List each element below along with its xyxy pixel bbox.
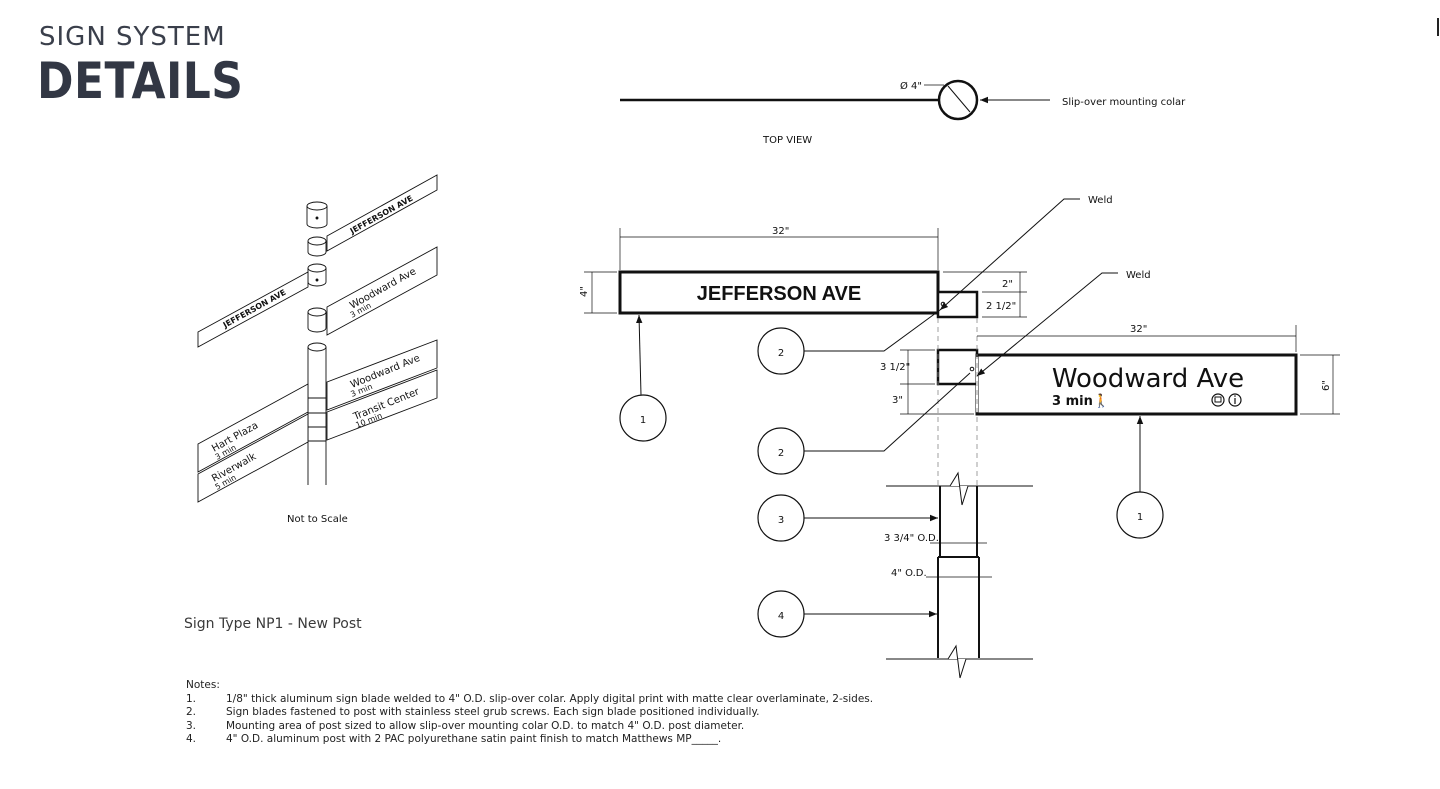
dim-post-outer: 4" O.D.	[891, 568, 927, 579]
note-text: Sign blades fastened to post with stainl…	[226, 706, 760, 718]
callout-2-lower-num: 2	[778, 448, 784, 459]
note-item: 2. Sign blades fastened to post with stai…	[186, 706, 873, 720]
note-item: 1. 1/8" thick aluminum sign blade welded …	[186, 693, 873, 707]
note-text: 4" O.D. aluminum post with 2 PAC polyure…	[226, 733, 722, 745]
callout-3-num: 3	[778, 515, 784, 526]
dim-4: 4"	[579, 286, 590, 297]
dim-2: 2"	[1002, 279, 1013, 290]
diameter-label: Ø 4"	[900, 80, 922, 92]
info-icon	[1228, 393, 1242, 407]
weld-label-1: Weld	[1088, 195, 1113, 206]
iso-caption: Not to Scale	[287, 514, 348, 525]
dim-2-half: 2 1/2"	[986, 301, 1016, 312]
note-text: 1/8" thick aluminum sign blade welded to…	[226, 692, 874, 705]
top-view-label: TOP VIEW	[762, 135, 812, 146]
title-subtitle: SIGN SYSTEM	[39, 22, 226, 52]
isometric-view: JEFFERSON AVE JEFFERSON AVE Woodward Ave…	[197, 174, 438, 525]
notes-header: Notes:	[186, 679, 220, 691]
dim-32-jefferson: 32"	[772, 226, 789, 237]
note-text: Mounting area of post sized to allow sli…	[226, 719, 745, 732]
callout-1-right-num: 1	[1137, 512, 1143, 523]
dim-3: 3"	[892, 395, 903, 406]
top-view: Ø 4" Slip-over mounting colar TOP VIEW	[620, 79, 1186, 146]
note-number: 1.	[186, 692, 197, 705]
jefferson-blade-label: JEFFERSON AVE	[697, 283, 861, 305]
woodward-blade-label: Woodward Ave	[1052, 364, 1244, 394]
transit-icon	[1211, 393, 1225, 407]
collar-circle	[937, 79, 979, 121]
weld-label-2: Weld	[1126, 270, 1151, 281]
woodward-time: 3 min	[1052, 394, 1093, 409]
edge-mark	[1437, 18, 1439, 36]
note-item: 4. 4" O.D. aluminum post with 2 PAC polyu…	[186, 733, 873, 747]
notes-block: Notes: 1. 1/8" thick aluminum sign blade …	[186, 679, 873, 747]
dim-post-inner: 3 3/4" O.D.	[884, 533, 939, 544]
collar-label: Slip-over mounting colar	[1062, 97, 1186, 108]
callout-1-left-num: 1	[640, 415, 646, 426]
note-number: 4.	[186, 733, 197, 745]
page-title: DETAILS	[37, 52, 244, 110]
note-item: 3. Mounting area of post sized to allow s…	[186, 720, 873, 734]
dim-3-half: 3 1/2"	[880, 362, 910, 373]
iso-blade-jefferson-right: JEFFERSON AVE	[348, 194, 415, 236]
elevation-view: JEFFERSON AVE Woodward Ave 3 min 🚶	[579, 195, 1340, 679]
iso-blade-jefferson-left: JEFFERSON AVE	[221, 288, 288, 330]
callout-1-left	[619, 394, 667, 442]
callout-2-upper-num: 2	[778, 348, 784, 359]
callout-4-num: 4	[778, 611, 784, 622]
dim-32-woodward: 32"	[1130, 324, 1147, 335]
walk-icon: 🚶	[1093, 393, 1109, 409]
sign-type-caption: Sign Type NP1 - New Post	[184, 616, 362, 632]
note-number: 3.	[186, 719, 197, 732]
note-number: 2.	[186, 706, 197, 718]
dim-6: 6"	[1321, 380, 1332, 391]
